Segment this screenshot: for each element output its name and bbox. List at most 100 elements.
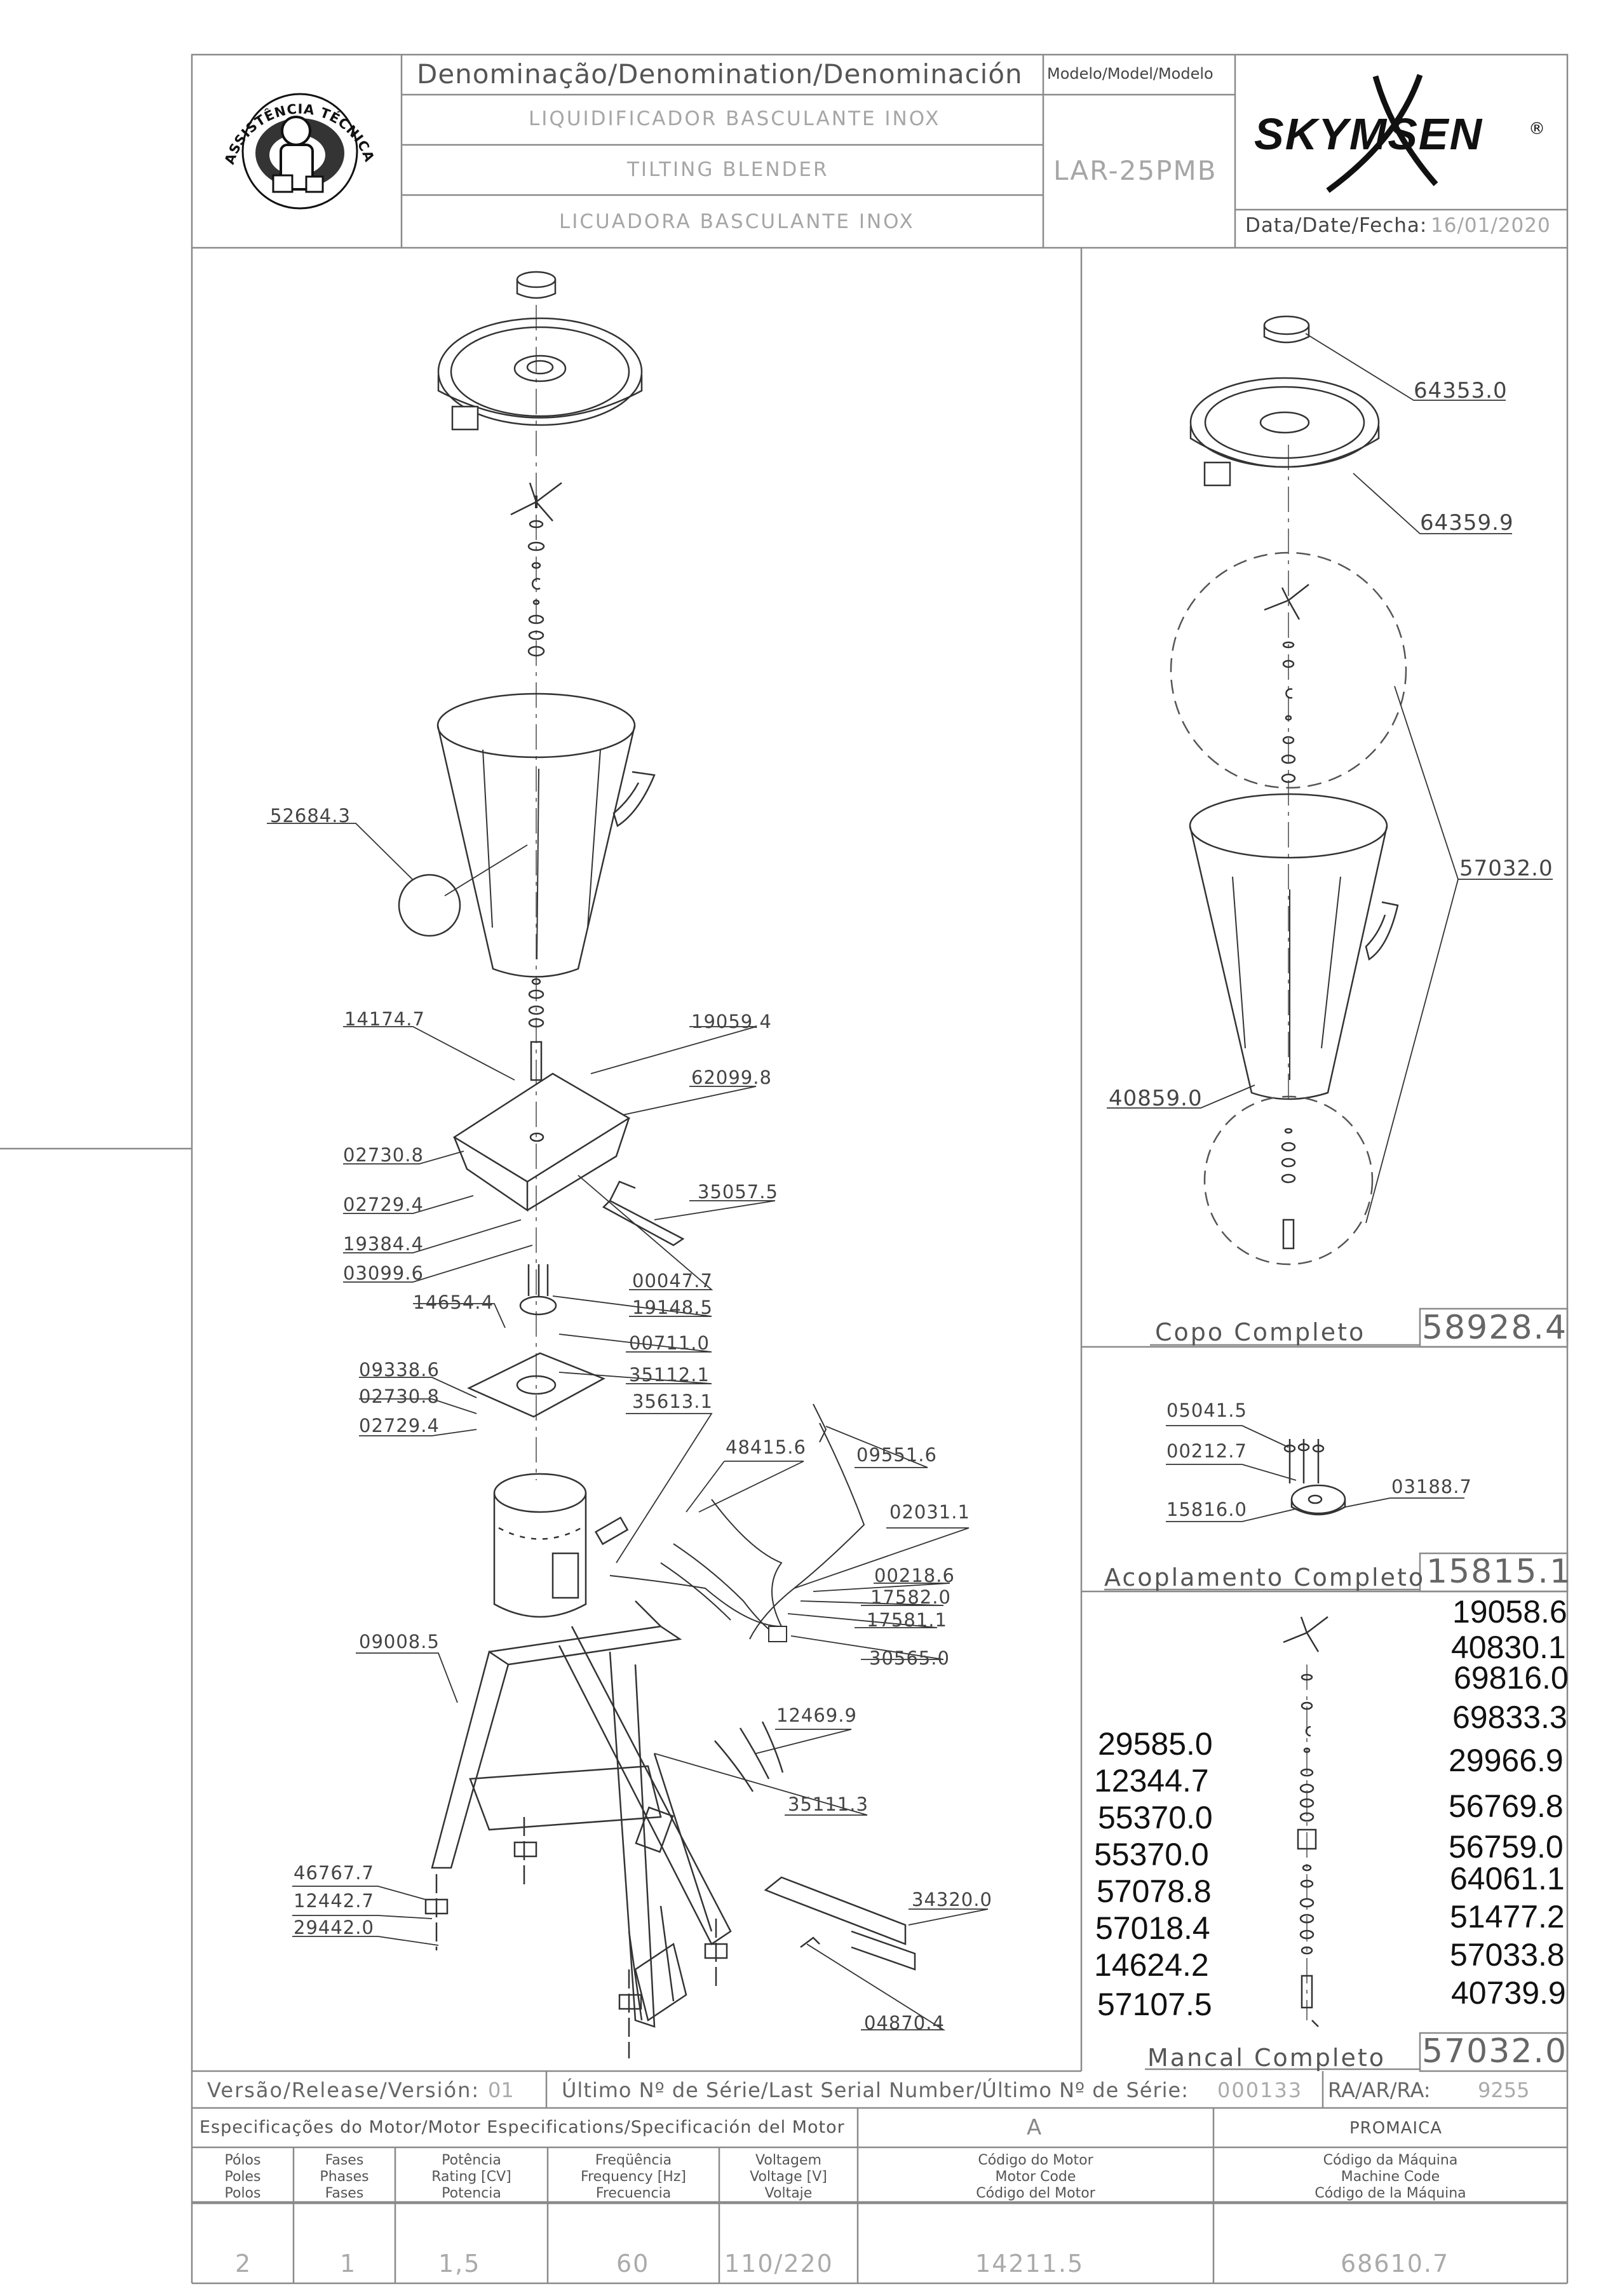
col-line: Phases: [320, 2169, 369, 2185]
seal-graphic: ASSISTÊNCIA TÉCNICA AUTORIZADA: [209, 49, 378, 210]
part-label-17582-0: 17582.0: [870, 1586, 951, 1608]
col-phases: Fases Phases Fases: [294, 2152, 395, 2202]
part-label-02031-1: 02031.1: [889, 1501, 970, 1523]
housing: [452, 1072, 631, 1212]
name-en: TILTING BLENDER: [627, 158, 829, 181]
manufacturer: PROMAICA: [1349, 2119, 1443, 2138]
part-label-09008-5: 09008.5: [359, 1631, 440, 1652]
col-line: Frecuencia: [595, 2185, 672, 2201]
part-label-17581-1: 17581.1: [867, 1609, 947, 1631]
wiring: [609, 1403, 865, 1642]
copo-label-64353-0: 64353.0: [1414, 378, 1508, 403]
brand-logo: SKYMSEN ®: [1245, 64, 1557, 203]
col-line: Fases: [325, 2185, 364, 2201]
acop-label-03188-7: 03188.7: [1391, 1476, 1472, 1497]
copo-code: 58928.4: [1422, 1309, 1568, 1347]
col-line: Voltagem: [755, 2152, 821, 2168]
acop-label-15816-0: 15816.0: [1166, 1499, 1247, 1520]
part-label-30565-0: 30565.0: [869, 1647, 950, 1669]
col-line: Potencia: [442, 2185, 501, 2201]
jar: [436, 692, 656, 978]
springs: [714, 1721, 784, 1792]
val-motor-code: 14211.5: [975, 2250, 1085, 2278]
leader-lines-acoplamento: [1166, 1425, 1464, 1522]
mancal-code: 56769.8: [1449, 1788, 1564, 1824]
date-value: 16/01/2020: [1431, 214, 1551, 237]
acoplamento-code: 15815.1: [1426, 1553, 1572, 1591]
col-line: Rating [CV]: [431, 2169, 511, 2185]
mancal-code: 57018.4: [1095, 1910, 1210, 1946]
motor-spec-label: Especificações do Motor/Motor Especifica…: [199, 2117, 845, 2137]
authorized-seal: ASSISTÊNCIA TÉCNICA AUTORIZADA: [209, 49, 385, 241]
val-voltage: 110/220: [724, 2250, 834, 2278]
copo-title: Copo Completo: [1155, 1318, 1366, 1346]
col-line: Voltage [V]: [750, 2169, 827, 2185]
part-label-00047-7: 00047.7: [632, 1270, 713, 1292]
col-line: Frequency [Hz]: [581, 2169, 686, 2185]
col-line: Freqüência: [595, 2152, 672, 2168]
mancal-code: 69833.3: [1452, 1699, 1567, 1735]
acop-label-00212-7: 00212.7: [1166, 1440, 1247, 1462]
blade: [510, 482, 562, 522]
val-poles: 2: [235, 2250, 252, 2278]
leader-lines-main: [267, 823, 989, 2030]
date-label: Data/Date/Fecha:: [1245, 214, 1428, 237]
mancal-code: 55370.0: [1098, 1800, 1213, 1835]
part-label-35112-1: 35112.1: [629, 1364, 710, 1386]
part-label-02729-4-a: 02729.4: [343, 1194, 424, 1215]
col-power: Potência Rating [CV] Potencia: [395, 2152, 548, 2202]
copo-label-64359-9: 64359.9: [1420, 510, 1514, 536]
mancal-code: 57033.8: [1450, 1937, 1565, 1973]
val-phases: 1: [340, 2250, 357, 2278]
part-label-12442-7: 12442.7: [294, 1890, 374, 1912]
part-label-09551-6: 09551.6: [856, 1444, 937, 1466]
col-line: Poles: [224, 2169, 261, 2185]
val-machine-code: 68610.7: [1341, 2250, 1450, 2278]
mancal-code: 40830.1: [1451, 1630, 1566, 1665]
ra-label: RA/AR/RA:: [1328, 2078, 1431, 2102]
acop-label-05041-5: 05041.5: [1166, 1400, 1247, 1421]
mancal-code: 56759.0: [1449, 1829, 1564, 1865]
part-label-14654-4: 14654.4: [413, 1292, 494, 1313]
mancal-code: 57107.5: [1097, 1987, 1212, 2022]
name-es: LICUADORA BASCULANTE INOX: [559, 210, 915, 233]
mancal-total-code: 57032.0: [1422, 2032, 1568, 2070]
part-label-19059-4: 19059.4: [691, 1011, 772, 1032]
part-label-35111-3: 35111.3: [788, 1793, 868, 1815]
part-label-02730-8-b: 02730.8: [359, 1386, 440, 1407]
part-label-09338-6: 09338.6: [359, 1359, 440, 1381]
mancal-code: 19058.6: [1452, 1594, 1567, 1630]
part-label-04870-4: 04870.4: [864, 2012, 945, 2034]
col-line: Fases: [325, 2152, 364, 2168]
model-title: Modelo/Model/Modelo: [1047, 65, 1213, 83]
val-power: 1,5: [438, 2250, 481, 2278]
part-label-02729-4-b: 02729.4: [359, 1415, 440, 1436]
part-label-19384-4: 19384.4: [343, 1233, 424, 1255]
lid: [437, 317, 643, 431]
lid-knob: [516, 271, 557, 299]
mancal-code: 55370.0: [1094, 1837, 1209, 1872]
serial-label: Último Nº de Série/Last Serial Number/Úl…: [562, 2078, 1189, 2102]
part-label-00218-6: 00218.6: [874, 1565, 955, 1586]
part-label-35057-5: 35057.5: [698, 1181, 778, 1203]
stand-frame: [431, 1600, 732, 2028]
model-value: LAR-25PMB: [1053, 155, 1217, 186]
brand-name: SKYMSEN: [1254, 109, 1483, 159]
col-voltage: Voltagem Voltage [V] Voltaje: [719, 2152, 858, 2202]
mancal-code: 64061.1: [1450, 1861, 1565, 1896]
feet: [424, 1817, 728, 2058]
col-line: Código da Máquina: [1323, 2152, 1458, 2168]
col-line: Código del Motor: [976, 2185, 1095, 2201]
part-label-62099-8: 62099.8: [691, 1067, 772, 1088]
part-label-46767-7: 46767.7: [294, 1862, 374, 1884]
col-line: Motor Code: [995, 2169, 1076, 2185]
part-label-52684-3: 52684.3: [270, 805, 351, 827]
copo-label-57032-0: 57032.0: [1459, 856, 1553, 881]
part-label-03099-6: 03099.6: [343, 1262, 424, 1284]
ra-value: 9255: [1478, 2078, 1530, 2102]
handle-bar: [764, 1876, 916, 1971]
